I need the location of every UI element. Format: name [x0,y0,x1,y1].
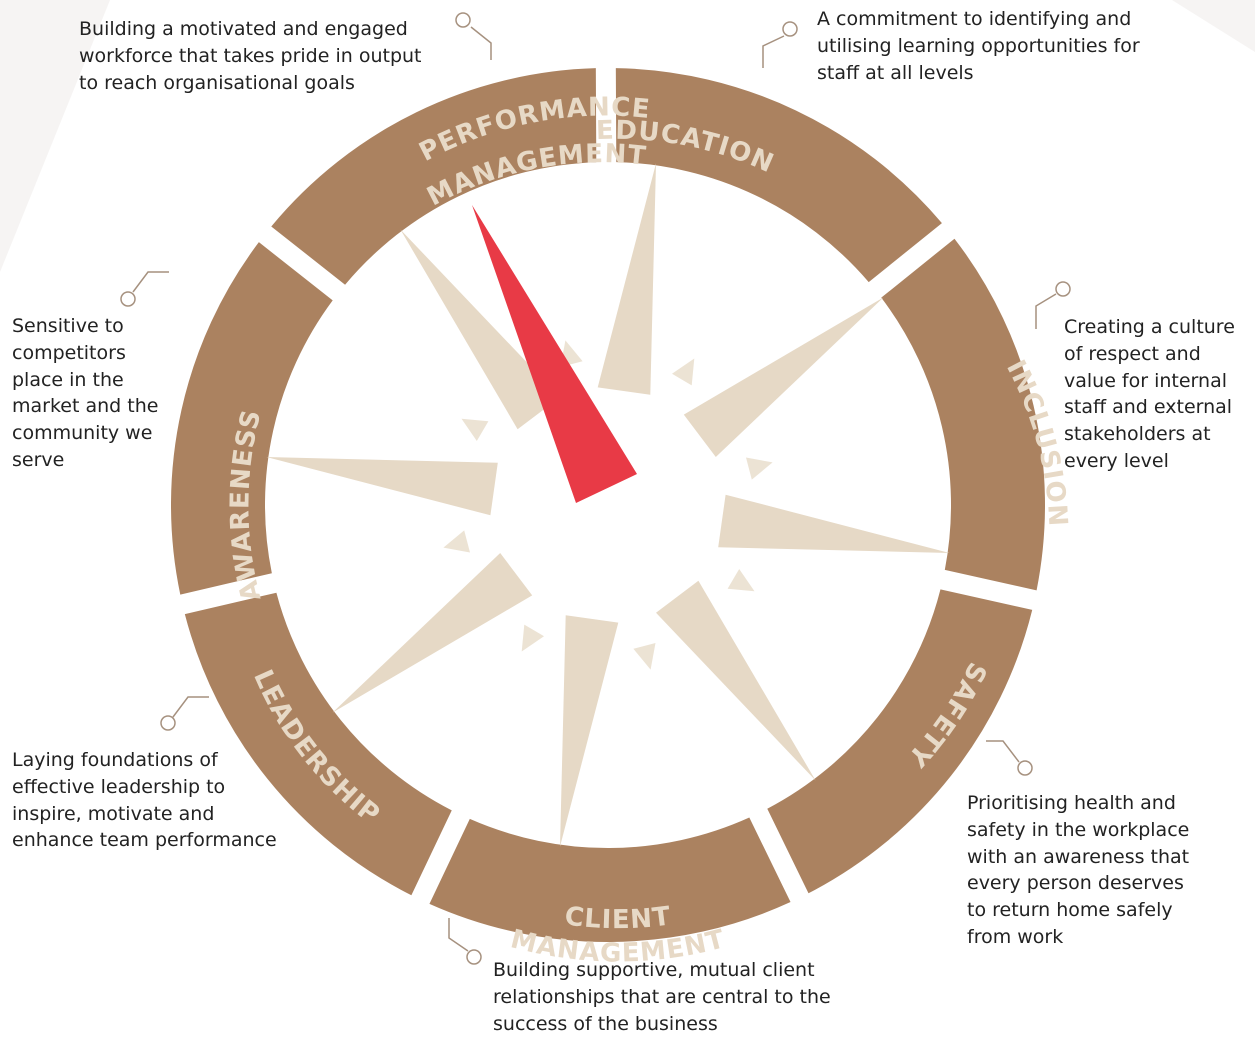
corner-triangle-right [1172,0,1255,52]
star-ray-long-10 [332,553,533,713]
star-ray-short-9 [521,624,544,652]
connector-inclusion [1035,281,1071,329]
segment-client-management [429,817,791,942]
corner-triangle-left [0,0,110,272]
connector-client [448,918,482,965]
description-education: A commitment to identifying and utilisin… [817,8,1140,84]
star-ray-long-2 [683,297,884,457]
segment-awareness [171,242,333,595]
description-awareness: Sensitive to competitors place in the ma… [12,315,159,471]
description-leadership: Laying foundations of effective leadersh… [12,749,277,852]
star-ray-long-12 [266,457,498,516]
star-ray-short-1 [672,358,695,386]
description-performance-management: Building a motivated and engaged workfor… [79,18,422,94]
description-client-management: Building supportive, mutual client relat… [493,959,831,1035]
segment-safety [767,589,1033,894]
star-ray-long-6 [656,580,816,781]
competency-ring [171,68,1045,942]
segment-inclusion [881,238,1045,591]
callout-connectors [120,12,1071,965]
star-ray-short-11 [443,530,470,553]
compass-star [266,163,950,847]
segment-performance-management [271,68,597,285]
star-ray-long-0 [597,163,656,395]
segment-leadership [184,592,452,896]
connector-safety [986,740,1033,776]
connector-education [762,21,798,68]
star-ray-long-4 [718,494,950,553]
segment-label-client-line-1: CLIENT [563,901,673,935]
star-ray-short-5 [727,569,755,592]
star-ray-short-3 [746,457,773,480]
corner-decor [0,0,1255,272]
connector-leadership [160,696,209,731]
description-safety: Prioritising health and safety in the wo… [967,792,1190,948]
star-ray-short-13 [461,418,489,441]
compass-needle [472,205,637,503]
star-ray-short-7 [633,643,656,670]
connector-performance [455,12,492,60]
connector-awareness [120,271,169,307]
star-ray-long-14 [400,229,560,430]
segment-education [615,68,942,283]
star-ray-long-8 [560,615,619,847]
description-inclusion: Creating a culture of respect and value … [1064,316,1235,472]
